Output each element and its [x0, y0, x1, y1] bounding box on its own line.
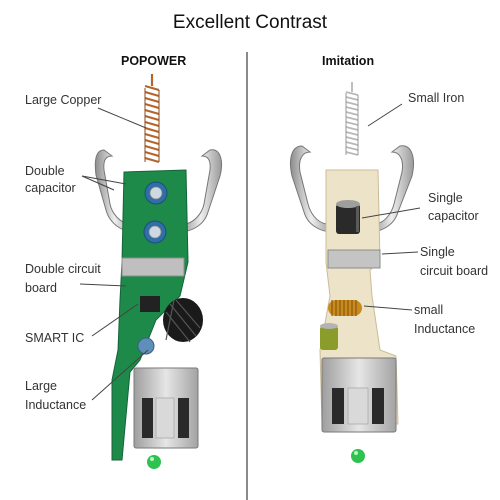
- pointer-lines: [79, 103, 421, 401]
- label-small-iron: Small Iron: [408, 91, 465, 105]
- imitation-small-capacitor: [320, 323, 338, 350]
- label-large-inductance-line2: Inductance: [25, 398, 87, 412]
- label-double-capacitor-line2: capacitor: [25, 181, 76, 195]
- label-large-inductance-line1: Large: [25, 379, 57, 393]
- label-single-capacitor-line1: Single: [428, 191, 463, 205]
- label-double-circuit-board-line1: Double circuit: [25, 262, 101, 276]
- imitation-assembly: [289, 82, 414, 463]
- imitation-small-inductance: [328, 300, 362, 316]
- label-single-circuit-board-line1: Single: [420, 245, 455, 259]
- popower-smart-ic: [140, 296, 160, 312]
- label-double-capacitor-line1: Double: [25, 164, 65, 178]
- popower-led: [147, 455, 161, 469]
- label-smart-ic: SMART IC: [25, 331, 85, 345]
- label-single-capacitor-line2: capacitor: [428, 209, 479, 223]
- popower-usb-port: [133, 367, 199, 449]
- imitation-led: [351, 449, 365, 463]
- imitation-usb-port: [321, 357, 397, 433]
- imitation-board-bracket: [327, 249, 381, 269]
- center-divider: [246, 52, 248, 500]
- imitation-heading: Imitation: [322, 54, 375, 68]
- popower-board-bracket: [121, 257, 185, 277]
- label-double-circuit-board-line2: board: [25, 281, 57, 295]
- label-single-circuit-board-line2: circuit board: [420, 264, 489, 278]
- label-small-inductance-line1: small: [414, 303, 444, 317]
- popower-assembly: [94, 74, 223, 469]
- page-title: Excellent Contrast: [172, 12, 328, 33]
- iron-spring: [345, 82, 359, 156]
- copper-spring: [144, 74, 160, 164]
- popower-heading: POPOWER: [121, 54, 187, 68]
- popower-large-inductance: [163, 298, 203, 343]
- imitation-single-capacitor: [336, 200, 360, 234]
- label-large-copper: Large Copper: [25, 93, 102, 107]
- popower-circuit-board: [111, 169, 189, 461]
- label-small-inductance-line2: Inductance: [414, 322, 476, 336]
